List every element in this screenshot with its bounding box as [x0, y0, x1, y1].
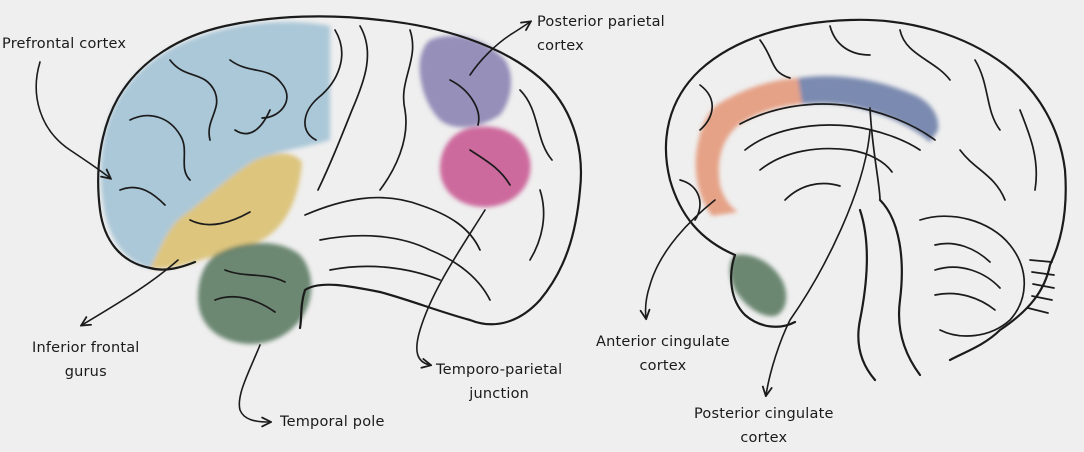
lateral-brain-regions: [100, 22, 531, 344]
arrow-posterior-parietal: [469, 22, 530, 76]
label-line: Posterior cingulate: [694, 406, 834, 422]
label-line: Posterior parietal: [537, 14, 665, 30]
temporal-pole-region: [198, 242, 312, 344]
arrow-posterior-cingulate: [766, 129, 871, 395]
label-line: gurus: [64, 364, 107, 380]
label-line: Anterior cingulate: [596, 334, 730, 350]
label-line: Prefrontal cortex: [2, 36, 127, 52]
temporo-parietal-region: [440, 126, 531, 208]
medial-temporal-region: [729, 254, 787, 317]
arrow-inferior-frontal: [82, 259, 179, 325]
arrow-anterior-cingulate: [645, 199, 716, 318]
label-line: Inferior frontal: [32, 340, 140, 356]
label-temporal-pole: Temporal pole: [280, 410, 385, 434]
arrows: [35, 22, 871, 422]
label-posterior-cingulate-cortex: Posterior cingulate cortex: [694, 402, 834, 450]
label-line: cortex: [740, 430, 788, 446]
lateral-brain-outline: [97, 15, 582, 330]
label-line: cortex: [639, 358, 687, 374]
inferior-frontal-region: [150, 153, 302, 269]
label-line: cortex: [537, 38, 584, 54]
label-anterior-cingulate-cortex: Anterior cingulate cortex: [596, 330, 730, 378]
label-prefrontal-cortex: Prefrontal cortex: [2, 32, 126, 56]
arrow-temporo-parietal: [416, 209, 486, 365]
label-line: Temporo-parietal: [436, 362, 563, 378]
arrow-temporal-pole: [238, 344, 270, 422]
arrow-prefrontal: [35, 61, 110, 178]
posterior-parietal-region: [419, 35, 512, 128]
anterior-cingulate-region: [695, 78, 802, 216]
label-temporo-parietal-junction: Temporo-parietal junction: [436, 358, 562, 406]
label-posterior-parietal-cortex: Posterior parietal cortex: [537, 10, 665, 58]
label-line: junction: [469, 386, 530, 402]
prefrontal-region: [100, 22, 330, 268]
label-inferior-frontal-gurus: Inferior frontal gurus: [32, 336, 140, 384]
label-line: Temporal pole: [280, 414, 385, 430]
medial-brain-outline: [664, 18, 1067, 382]
